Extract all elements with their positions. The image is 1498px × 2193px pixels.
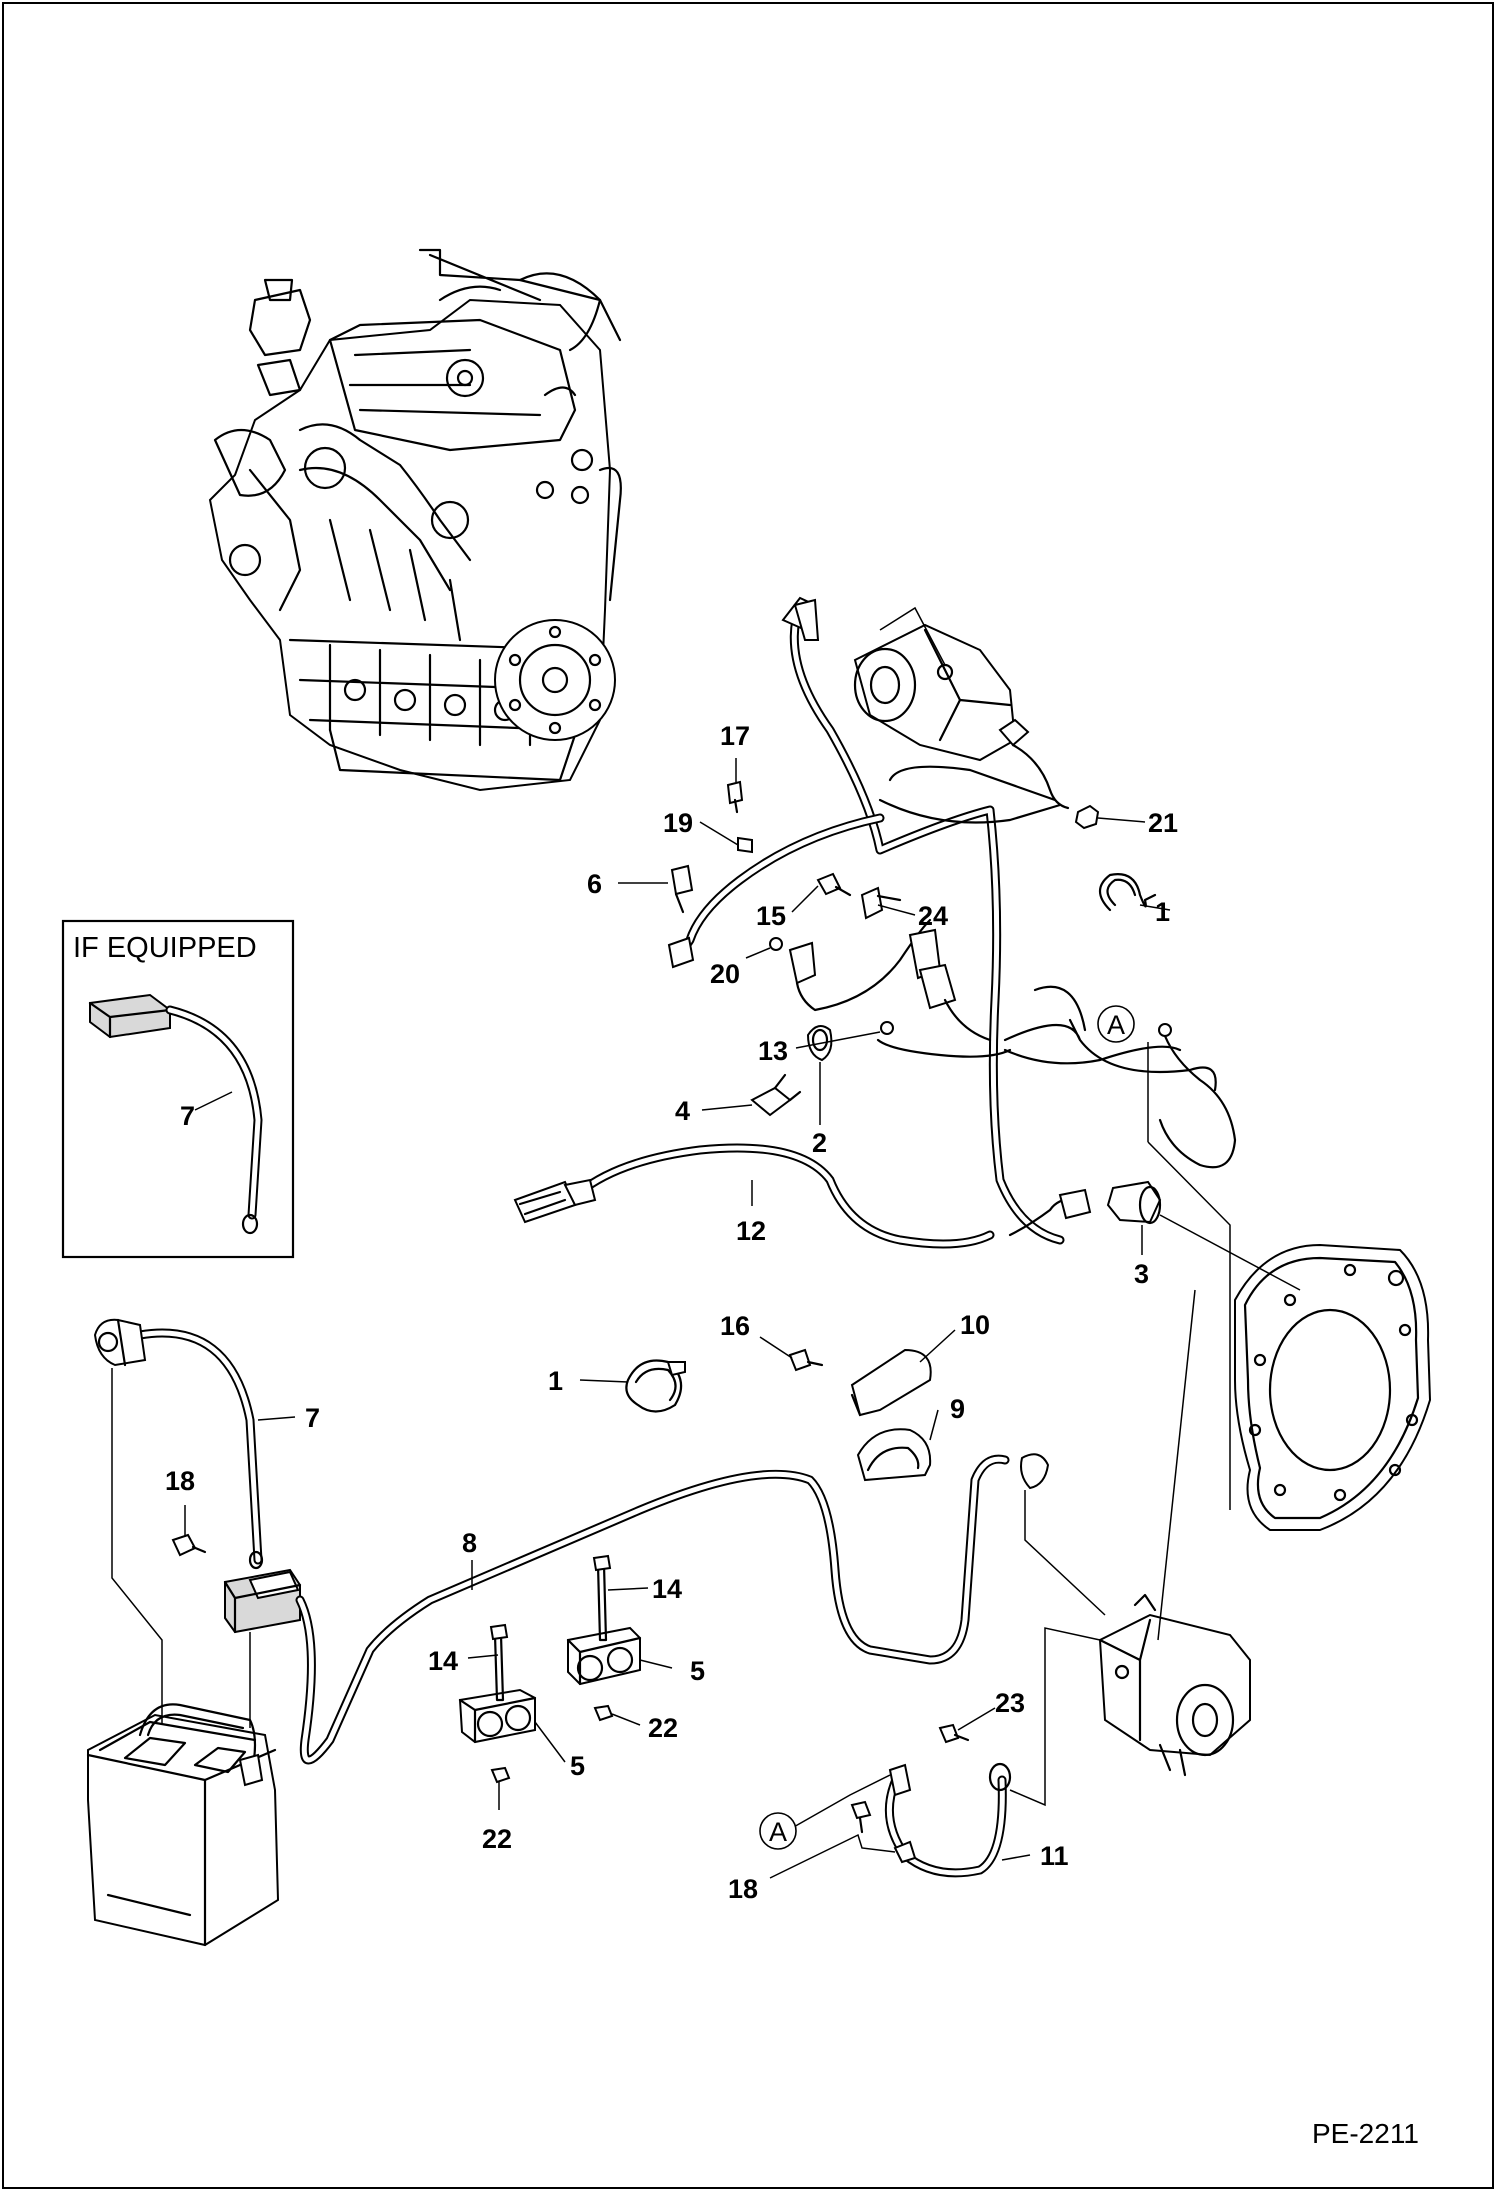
callout-1-upper: 1 (1155, 897, 1170, 927)
drawing-number: PE-2211 (1312, 2118, 1419, 2149)
housing-plate-illustration (1234, 1243, 1432, 1531)
callout-6: 6 (587, 869, 602, 899)
ref-marker-a-upper-label: A (1107, 1010, 1125, 1040)
ref-marker-a-lower (759, 1812, 797, 1850)
callout-2: 2 (812, 1128, 827, 1158)
callout-19: 19 (663, 808, 693, 838)
callout-15: 15 (756, 901, 786, 931)
callout-7-inset: 7 (180, 1101, 195, 1131)
callout-labels: 1 1 2 3 4 5 5 6 7 8 9 10 11 12 13 14 14 … (165, 721, 1178, 1904)
callout-1-lower: 1 (548, 1366, 563, 1396)
callout-8: 8 (462, 1528, 477, 1558)
ref-marker-a-lower-label: A (769, 1817, 787, 1847)
callout-22-right: 22 (648, 1713, 678, 1743)
callout-10: 10 (960, 1310, 990, 1340)
leader-lines (111, 758, 1301, 1879)
callout-11: 11 (1040, 1841, 1069, 1871)
inset-title: IF EQUIPPED (73, 932, 257, 964)
callout-18-lower: 18 (728, 1874, 758, 1904)
callout-14-left: 14 (428, 1646, 458, 1676)
callout-7: 7 (305, 1403, 320, 1433)
callout-22-left: 22 (482, 1824, 512, 1854)
callout-5-right: 5 (690, 1656, 705, 1686)
callout-24: 24 (918, 901, 948, 931)
callout-9: 9 (950, 1394, 965, 1424)
if-equipped-inset: IF EQUIPPED 7 (61, 919, 295, 1259)
callout-12: 12 (736, 1216, 766, 1246)
callout-16: 16 (720, 1311, 750, 1341)
callout-20: 20 (710, 959, 740, 989)
callout-5-left: 5 (570, 1751, 585, 1781)
reference-markers: A A (759, 1005, 1135, 1850)
callout-18-upper: 18 (165, 1466, 195, 1496)
callout-4: 4 (675, 1096, 690, 1126)
engine-illustration (208, 248, 622, 792)
callout-23: 23 (995, 1688, 1025, 1718)
callout-17: 17 (720, 721, 750, 751)
callout-21: 21 (1148, 808, 1178, 838)
lower-assembly-illustration (86, 1318, 1251, 1947)
upper-harness-illustration (513, 596, 1237, 1249)
callout-3: 3 (1134, 1259, 1149, 1289)
ref-marker-a-upper (1097, 1005, 1135, 1043)
callout-14-right: 14 (652, 1574, 682, 1604)
callout-13: 13 (758, 1036, 788, 1066)
